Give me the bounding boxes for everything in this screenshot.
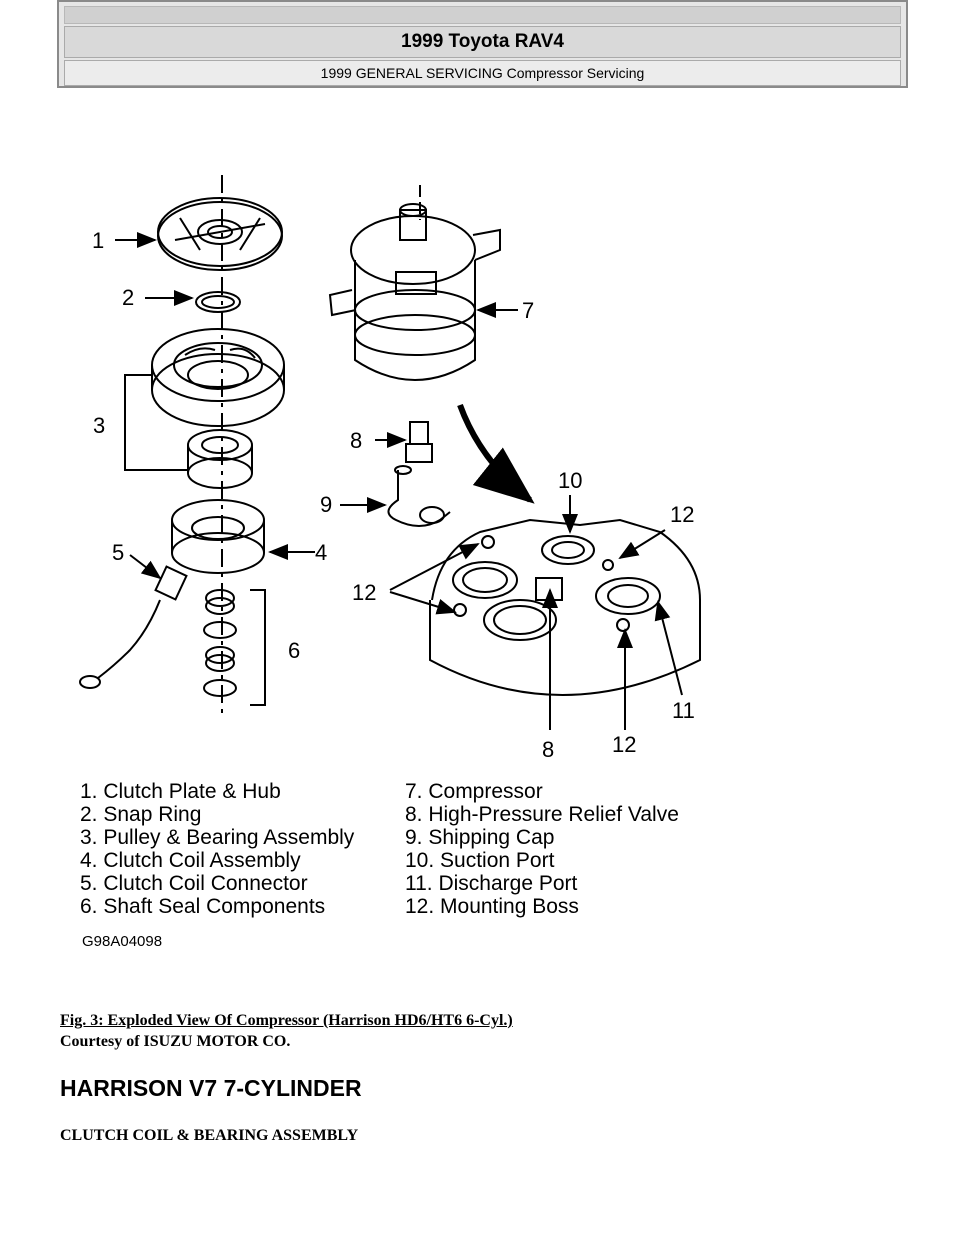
callout-11: 11 [672, 698, 695, 723]
figure-courtesy: Courtesy of ISUZU MOTOR CO. [60, 1033, 291, 1050]
exploded-view-figure: 1 2 3 4 5 6 7 8 9 10 12 12 11 8 12 1. Cl… [60, 160, 780, 960]
callout-12a: 12 [670, 502, 694, 527]
legend-item-4: 4. Clutch Coil Assembly [80, 849, 301, 872]
callout-4: 4 [315, 540, 327, 565]
legend-item-11: 11. Discharge Port [405, 872, 578, 895]
callout-7: 7 [522, 298, 534, 323]
snap-ring-drawing [195, 291, 241, 313]
legend-item-1: 1. Clutch Plate & Hub [80, 780, 281, 803]
pulley-drawing [151, 328, 285, 427]
rear-head-drawing [429, 518, 701, 696]
callout-8b: 8 [542, 737, 554, 762]
legend-item-8: 8. High-Pressure Relief Valve [405, 803, 679, 826]
legend-item-2: 2. Snap Ring [80, 803, 201, 826]
header-title: 1999 Toyota RAV4 [64, 26, 901, 58]
legend-item-3: 3. Pulley & Bearing Assembly [80, 826, 355, 849]
legend-item-7: 7. Compressor [405, 780, 543, 803]
callout-6: 6 [288, 638, 300, 663]
figure-code: G98A04098 [82, 933, 162, 950]
document-header: 1999 Toyota RAV4 1999 GENERAL SERVICING … [57, 0, 908, 88]
figure-caption: Fig. 3: Exploded View Of Compressor (Har… [60, 1012, 513, 1029]
callout-2: 2 [122, 285, 134, 310]
bearing-drawing [187, 429, 253, 489]
legend-item-12: 12. Mounting Boss [405, 895, 579, 918]
callout-1: 1 [92, 228, 104, 253]
callout-12b: 12 [352, 580, 376, 605]
clutch-plate-drawing [157, 197, 283, 271]
callout-5: 5 [112, 540, 124, 565]
header-strip [64, 6, 901, 24]
callout-8a: 8 [350, 428, 362, 453]
compressor-body-drawing [328, 185, 501, 381]
callout-10: 10 [558, 468, 582, 493]
callout-12c: 12 [612, 732, 636, 757]
callout-9: 9 [320, 492, 332, 517]
header-subtitle: 1999 GENERAL SERVICING Compressor Servic… [64, 60, 901, 86]
relief-valve-drawing [405, 421, 433, 463]
legend-item-10: 10. Suction Port [405, 849, 555, 872]
legend-item-5: 5. Clutch Coil Connector [80, 872, 308, 895]
legend-item-6: 6. Shaft Seal Components [80, 895, 325, 918]
section-heading: HARRISON V7 7-CYLINDER [60, 1075, 362, 1101]
subsection-heading: CLUTCH COIL & BEARING ASSEMBLY [60, 1127, 359, 1144]
legend-item-9: 9. Shipping Cap [405, 826, 554, 849]
shaft-seal-drawing [203, 589, 266, 706]
coil-connector-drawing [79, 565, 188, 689]
clutch-coil-drawing [171, 499, 265, 574]
shipping-cap-drawing [387, 465, 451, 527]
callout-3: 3 [93, 413, 105, 438]
